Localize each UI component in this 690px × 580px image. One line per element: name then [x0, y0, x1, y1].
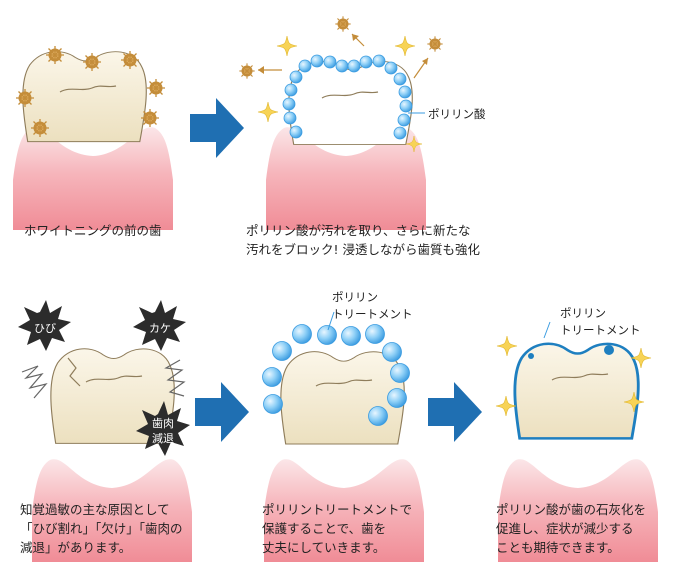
removed-stains — [238, 15, 444, 80]
label-polyphosphate: ポリリン酸 — [428, 107, 486, 121]
caption-panel-3: 知覚過敏の主な原因として 「ひび割れ」「欠け」「歯肉の 減退」があります。 — [20, 502, 183, 555]
svg-text:カケ: カケ — [149, 322, 171, 335]
caption-panel-1: ホワイトニングの前の歯 — [24, 223, 162, 238]
polyphosphate-bubbles — [282, 54, 413, 140]
svg-text:ひび: ひび — [34, 322, 56, 335]
arrow-3 — [428, 382, 482, 442]
label-treatment-2: トリートメント — [560, 323, 641, 337]
panel-3-tooth: ひび カケ 歯肉 減退 — [18, 300, 192, 562]
svg-text:歯肉: 歯肉 — [152, 417, 174, 430]
polyphosphate-treatment-bubbles — [262, 324, 410, 426]
caption-panel-4: ポリリントリートメントで 保護することで、歯を 丈夫にしていきます。 — [262, 502, 413, 555]
panel-5-tooth: ポリリン トリートメント — [495, 306, 658, 562]
burst-crack: ひび — [18, 300, 71, 351]
panel-2-tooth: ポリリン酸 — [238, 15, 486, 230]
burst-chip: カケ — [133, 300, 186, 351]
svg-text:減退: 減退 — [152, 431, 174, 445]
panel-4-tooth: ポリリン トリートメント — [262, 290, 424, 562]
burst-gum-recession: 歯肉 減退 — [136, 401, 190, 456]
caption-panel-5: ポリリン酸が歯の石灰化を 促進し、症状が減少する ことも期待できます。 — [496, 502, 647, 555]
label-treatment-1: ポリリン — [332, 290, 378, 304]
caption-panel-2: ポリリン酸が汚れを取り、さらに新たな 汚れをブロック! 浸透しながら歯質も強化 — [246, 223, 480, 257]
label-treatment-2: トリートメント — [332, 307, 413, 321]
arrow-1 — [190, 98, 244, 158]
panel-1-tooth — [13, 45, 173, 230]
label-treatment-1: ポリリン — [560, 306, 606, 320]
arrow-2 — [195, 382, 249, 442]
